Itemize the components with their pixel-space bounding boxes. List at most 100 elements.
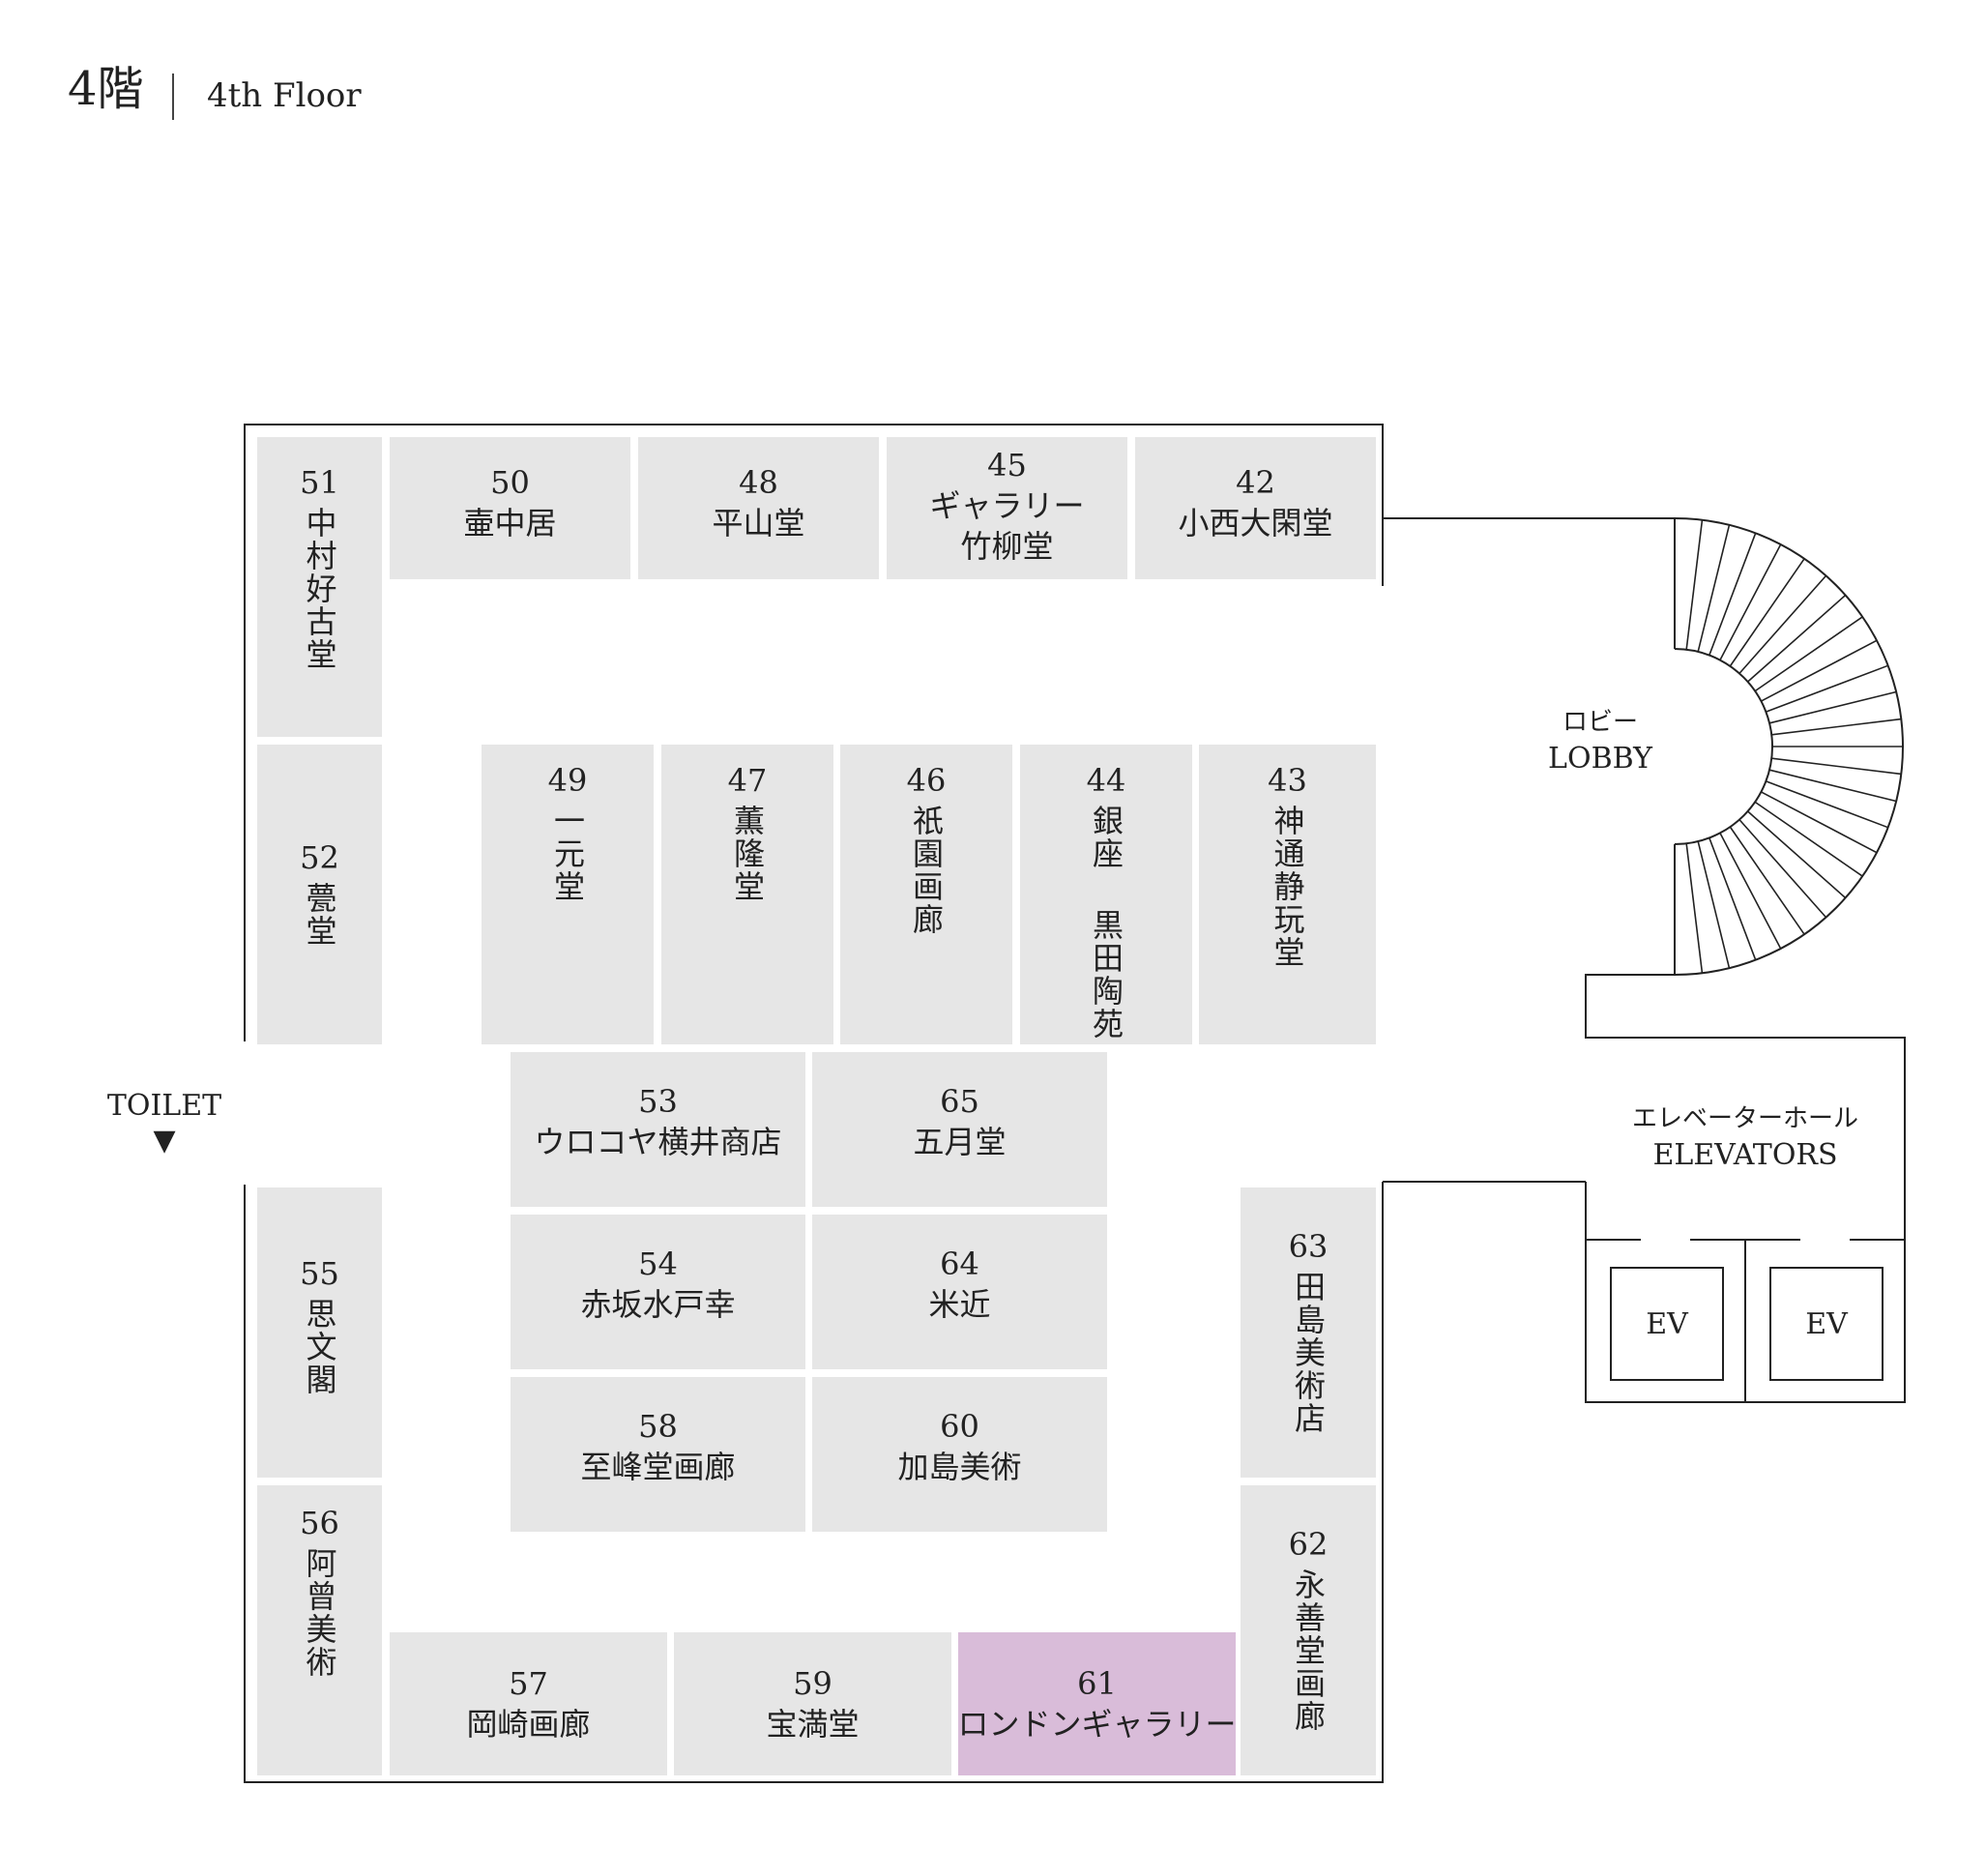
booth-56[interactable]: 56 阿曾美術 bbox=[257, 1485, 382, 1775]
booth-number: 56 bbox=[300, 1505, 339, 1541]
booth-47[interactable]: 47 薫隆堂 bbox=[661, 745, 833, 1044]
booth-number: 44 bbox=[1086, 762, 1126, 799]
lobby-label: ロビー LOBBY bbox=[1518, 706, 1682, 779]
elevator-hall-label: エレベーターホール ELEVATORS bbox=[1586, 1102, 1905, 1176]
booth-number: 59 bbox=[793, 1665, 832, 1702]
stair-step bbox=[1709, 837, 1757, 960]
booth-number: 64 bbox=[940, 1246, 979, 1282]
stair-step bbox=[1754, 801, 1863, 877]
lobby-label-en: LOBBY bbox=[1548, 742, 1652, 777]
booth-50[interactable]: 50 壷中居 bbox=[390, 437, 630, 579]
stair-step bbox=[1709, 533, 1757, 656]
booth-number: 43 bbox=[1268, 762, 1307, 799]
booth-43[interactable]: 43 神通静玩堂 bbox=[1199, 745, 1376, 1044]
booth-number: 47 bbox=[727, 762, 768, 799]
booth-46[interactable]: 46 祇園画廊 bbox=[840, 745, 1012, 1044]
booth-number: 65 bbox=[940, 1083, 979, 1120]
stair-step bbox=[1685, 519, 1704, 650]
elevator-left-label: EV bbox=[1646, 1306, 1688, 1341]
booth-61[interactable]: 61 ロンドンギャラリー bbox=[957, 1632, 1237, 1775]
elevator-hall-label-en: ELEVATORS bbox=[1652, 1138, 1838, 1173]
booth-number: 58 bbox=[638, 1408, 678, 1445]
booth-name: 永善堂画廊 bbox=[1290, 1568, 1327, 1734]
booth-name: ロンドンギャラリー bbox=[957, 1706, 1237, 1744]
booth-42[interactable]: 42 小西大閑堂 bbox=[1135, 437, 1376, 579]
booth-number: 54 bbox=[638, 1246, 678, 1282]
toilet-arrow-icon: ▼ bbox=[153, 1123, 176, 1158]
floor-title-jp: 4階 bbox=[68, 62, 144, 116]
booth-65[interactable]: 65 五月堂 bbox=[812, 1052, 1107, 1207]
toilet-label[interactable]: TOILET ▼ bbox=[87, 1087, 242, 1156]
stair-step bbox=[1768, 769, 1897, 803]
booth-name: 薫隆堂 bbox=[729, 805, 766, 904]
booth-45[interactable]: 45 ギャラリー 竹柳堂 bbox=[887, 437, 1127, 579]
stair-step bbox=[1766, 664, 1888, 713]
stair-step bbox=[1738, 574, 1827, 674]
booth-number: 52 bbox=[300, 839, 339, 876]
booth-55[interactable]: 55 思文閣 bbox=[257, 1187, 382, 1478]
stair-step bbox=[1685, 843, 1704, 974]
booth-number: 45 bbox=[987, 447, 1027, 484]
elevator-right-label: EV bbox=[1805, 1306, 1848, 1341]
elevator-hall-wall bbox=[1585, 974, 1906, 1403]
booth-name: 米近 bbox=[928, 1286, 991, 1324]
hall-wall-lower bbox=[244, 1182, 1384, 1783]
stair-step bbox=[1738, 819, 1827, 919]
stair-step bbox=[1697, 524, 1731, 653]
booth-number: 61 bbox=[1077, 1665, 1117, 1702]
booth-name: 宝満堂 bbox=[766, 1706, 860, 1744]
title-divider bbox=[172, 73, 174, 120]
booth-63[interactable]: 63 田島美術店 bbox=[1241, 1187, 1376, 1478]
stair-step bbox=[1697, 840, 1731, 969]
booth-51[interactable]: 51 中村好古堂 bbox=[257, 437, 382, 737]
booth-name: 至峰堂画廊 bbox=[580, 1449, 736, 1486]
booth-number: 50 bbox=[490, 464, 530, 501]
stair-step bbox=[1747, 594, 1847, 683]
elevator-left[interactable]: EV bbox=[1610, 1267, 1724, 1381]
lobby-label-jp: ロビー bbox=[1562, 708, 1638, 737]
stair-step bbox=[1719, 543, 1782, 660]
booth-48[interactable]: 48 平山堂 bbox=[638, 437, 879, 579]
booth-name: ウロコヤ横井商店 bbox=[534, 1124, 782, 1161]
booth-52[interactable]: 52 甍堂 bbox=[257, 745, 382, 1044]
booth-name-line1: ギャラリー bbox=[929, 487, 1085, 525]
booth-62[interactable]: 62 永善堂画廊 bbox=[1241, 1485, 1376, 1775]
booth-name: 加島美術 bbox=[897, 1449, 1022, 1486]
booth-number: 46 bbox=[906, 762, 947, 799]
booth-name: 田島美術店 bbox=[1290, 1271, 1327, 1436]
booth-name: 銀座 黒田陶苑 bbox=[1088, 805, 1124, 1041]
stair-step bbox=[1766, 780, 1888, 829]
booth-number: 62 bbox=[1288, 1526, 1329, 1563]
elevator-right[interactable]: EV bbox=[1769, 1267, 1884, 1381]
booth-57[interactable]: 57 岡崎画廊 bbox=[390, 1632, 667, 1775]
booth-name: 五月堂 bbox=[913, 1124, 1007, 1161]
elevator-hall-label-jp: エレベーターホール bbox=[1631, 1104, 1858, 1133]
booth-name: 一元堂 bbox=[549, 805, 586, 904]
booth-59[interactable]: 59 宝満堂 bbox=[674, 1632, 951, 1775]
booth-name: 壷中居 bbox=[463, 505, 557, 542]
booth-name: 平山堂 bbox=[712, 505, 805, 542]
booth-name: 岡崎画廊 bbox=[466, 1706, 591, 1744]
booth-54[interactable]: 54 赤坂水戸幸 bbox=[511, 1215, 805, 1369]
stair-step bbox=[1729, 558, 1805, 667]
booth-58[interactable]: 58 至峰堂画廊 bbox=[511, 1377, 805, 1532]
staircase-inner bbox=[1674, 648, 1773, 845]
stair-step bbox=[1768, 690, 1897, 724]
booth-64[interactable]: 64 米近 bbox=[812, 1215, 1107, 1369]
booth-name: 祇園画廊 bbox=[908, 805, 945, 937]
booth-name: 思文閣 bbox=[301, 1298, 338, 1397]
floor-title-en: 4th Floor bbox=[207, 76, 362, 115]
booth-49[interactable]: 49 一元堂 bbox=[482, 745, 654, 1044]
booth-name-line2: 竹柳堂 bbox=[960, 528, 1054, 566]
booth-60[interactable]: 60 加島美術 bbox=[812, 1377, 1107, 1532]
stair-step bbox=[1747, 810, 1847, 899]
stair-step bbox=[1719, 833, 1782, 950]
booth-name: 小西大閑堂 bbox=[1178, 505, 1333, 542]
booth-number: 63 bbox=[1288, 1228, 1329, 1265]
booth-53[interactable]: 53 ウロコヤ横井商店 bbox=[511, 1052, 805, 1207]
hall-wall-upper bbox=[244, 424, 1384, 1041]
booth-number: 55 bbox=[300, 1255, 339, 1292]
booth-44[interactable]: 44 銀座 黒田陶苑 bbox=[1020, 745, 1192, 1044]
stair-step bbox=[1761, 791, 1878, 854]
booth-number: 51 bbox=[300, 464, 339, 501]
